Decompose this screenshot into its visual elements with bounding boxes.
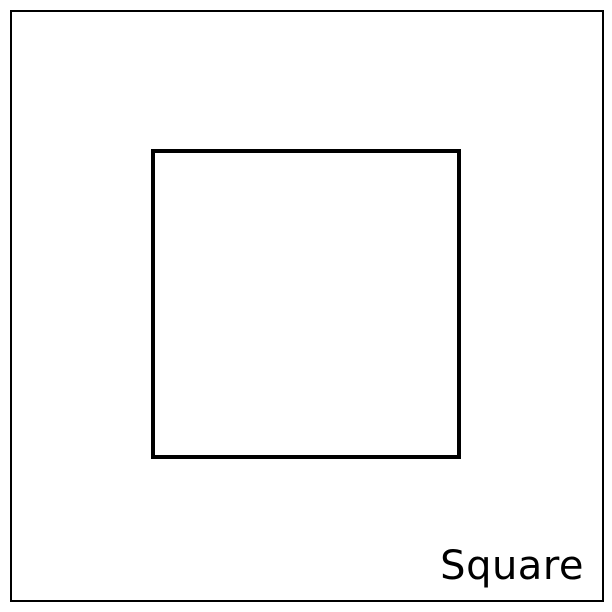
shape-label: Square bbox=[440, 543, 584, 589]
flashcard: Square bbox=[10, 10, 604, 602]
square-shape bbox=[151, 149, 461, 459]
